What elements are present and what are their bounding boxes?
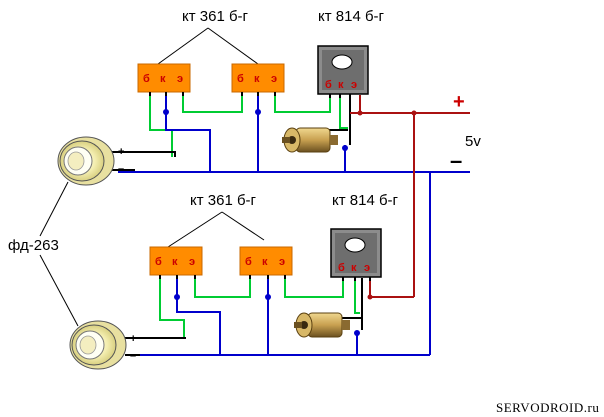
pin-emitter-label: э xyxy=(364,262,370,274)
top-transistor-group-label: кт 361 б-г xyxy=(182,8,249,25)
supply-minus-sign: – xyxy=(450,148,462,173)
bottom-green-wire-4 xyxy=(354,278,360,314)
top-junction xyxy=(163,109,169,115)
supply-plus-sign: + xyxy=(453,91,465,113)
bottom-green-wire-3 xyxy=(284,276,344,298)
pin-emitter-label: э xyxy=(351,79,357,91)
pin-collector-label: к xyxy=(172,256,178,268)
top-power-transistor-label: кт 814 б-г xyxy=(318,8,385,25)
pin-base-label: б xyxy=(338,262,345,274)
top-green-wire-4 xyxy=(339,95,348,129)
pin-base-label: б xyxy=(143,73,150,85)
bottom-blue-wire-1 xyxy=(176,276,221,355)
bottom-motor xyxy=(294,312,350,338)
top-transistor-1: б к э xyxy=(137,63,191,96)
top-red-wire xyxy=(350,95,361,114)
bottom-photodiode-plus: + xyxy=(130,333,136,345)
top-photodiode-minus: – xyxy=(118,163,124,175)
top-power-transistor: б к э xyxy=(317,45,369,98)
top-green-wire-2 xyxy=(182,93,243,113)
top-junction xyxy=(342,145,348,151)
top-photodiode-wire-plus xyxy=(112,151,176,157)
top-junction xyxy=(255,109,261,115)
photodiode-label: фд-263 xyxy=(8,237,59,254)
bottom-power-transistor-label: кт 814 б-г xyxy=(332,192,399,209)
bottom-transistor-group-label: кт 361 б-г xyxy=(190,192,257,209)
pin-emitter-label: э xyxy=(189,256,195,268)
bottom-transistor-2: б к э xyxy=(239,246,293,279)
top-junction xyxy=(357,110,363,116)
top-circuit: б к э б к э б к э xyxy=(57,8,470,186)
bottom-photodiode-minus: – xyxy=(130,350,136,362)
bottom-transistor-1: б к э xyxy=(149,246,203,279)
top-transistor-2: б к э xyxy=(231,63,285,96)
pin-base-label: б xyxy=(155,256,162,268)
bottom-green-wire-1 xyxy=(159,276,185,338)
pin-emitter-label: э xyxy=(279,256,285,268)
pin-collector-label: к xyxy=(338,79,344,91)
pin-emitter-label: э xyxy=(177,73,183,85)
pin-collector-label: к xyxy=(262,256,268,268)
top-photodiode xyxy=(57,136,115,186)
pin-base-label: б xyxy=(237,73,244,85)
pin-collector-label: к xyxy=(254,73,260,85)
bottom-green-wire-2 xyxy=(194,276,251,298)
pin-base-label: б xyxy=(325,79,332,91)
bottom-red-wire xyxy=(369,278,414,298)
watermark: SERVODROID.ru xyxy=(496,400,599,415)
bottom-photodiode xyxy=(69,320,127,370)
top-motor xyxy=(282,127,338,153)
top-photodiode-plus: + xyxy=(118,146,124,158)
top-green-wire-3 xyxy=(274,93,331,113)
supply-voltage-label: 5v xyxy=(465,133,481,150)
pin-collector-label: к xyxy=(351,262,357,274)
pin-base-label: б xyxy=(245,256,252,268)
top-green-wire-1 xyxy=(149,93,173,157)
bottom-power-transistor: б к э xyxy=(330,228,382,281)
bottom-circuit: б к э б к э б к э xyxy=(69,192,430,370)
pin-collector-label: к xyxy=(160,73,166,85)
pin-emitter-label: э xyxy=(271,73,277,85)
